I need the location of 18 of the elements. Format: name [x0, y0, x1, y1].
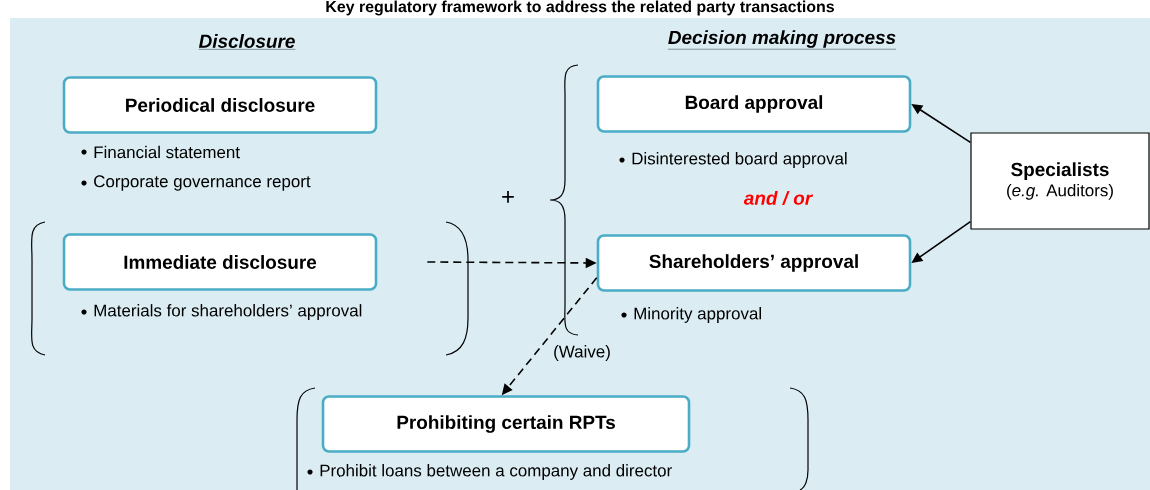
specialists-box: Specialists (e.g. Auditors): [970, 132, 1150, 230]
title: Key regulatory framework to address the related party transactions: [326, 0, 834, 16]
section-heading: Decision making process: [667, 30, 897, 50]
edge-label: (Waive): [552, 344, 612, 362]
process-box: Shareholders’ approval: [596, 234, 912, 292]
process-box: Immediate disclosure: [62, 233, 378, 291]
plus-sign: +: [502, 191, 514, 203]
connector-label: and / or: [743, 190, 814, 206]
bullet-text: Financial statement: [94, 145, 240, 159]
process-box: Board approval: [596, 75, 912, 133]
bullet-text: Materials for shareholders’ approval: [94, 304, 362, 320]
bullet-text: Prohibit loans between a company and director: [320, 464, 672, 480]
process-box: Periodical disclosure: [62, 76, 378, 134]
section-heading: Disclosure: [198, 34, 296, 50]
bullet-text: Corporate governance report: [94, 175, 311, 191]
process-box: Prohibiting certain RPTs: [321, 395, 691, 453]
bullet-text: Disinterested board approval: [632, 152, 847, 168]
bullet-text: Minority approval: [634, 307, 761, 323]
